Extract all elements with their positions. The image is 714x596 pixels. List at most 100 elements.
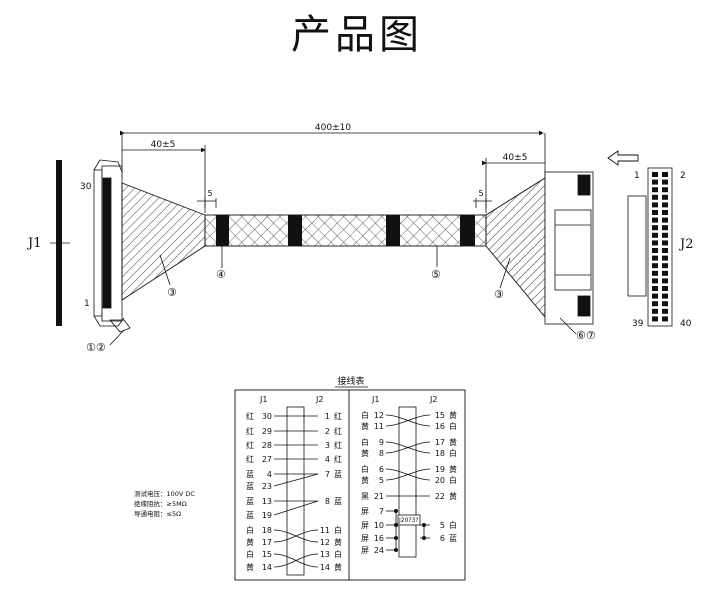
junction: [421, 523, 426, 528]
shield-box-label: J20?3?: [398, 517, 419, 524]
test-note: 绝缘阻抗：≥5MΩ: [134, 499, 187, 508]
twisted-pair: [273, 529, 319, 543]
wiring-table: [234, 389, 466, 581]
left-j2-pin: 1: [325, 412, 330, 421]
left-j1-pin: 17: [262, 538, 272, 547]
j2-pin: [652, 232, 658, 238]
right-j1-color: 白: [361, 464, 369, 474]
right-j1-pin: 6: [379, 465, 384, 474]
right-j2-pin: 18: [435, 449, 445, 458]
j2-pin: [662, 232, 668, 238]
left-j1-color: 红: [246, 440, 254, 450]
twisted-pair: [385, 441, 431, 454]
left-j2-color: 红: [334, 454, 342, 464]
right-j2-color: 白: [449, 475, 457, 485]
left-j1-pin: 14: [262, 563, 272, 572]
insert-arrow-icon: [607, 150, 639, 166]
test-note: 测试电压：100V DC: [134, 489, 195, 498]
right-j1-color: 黄: [361, 475, 369, 485]
callout-leaders: [109, 246, 577, 346]
wire: [273, 473, 319, 487]
left-j1-color: 黄: [246, 562, 254, 572]
left-j1-color: 黄: [246, 537, 254, 547]
right-j2-pin: 5: [440, 521, 445, 530]
j2-pin-1: 1: [634, 171, 640, 181]
j2-pin: [652, 217, 658, 223]
right-j1-color: 屏: [361, 507, 369, 516]
left-j2-color: 红: [334, 426, 342, 436]
j1-pin-1: 1: [84, 299, 90, 309]
right-j1-pin: 9: [379, 438, 384, 447]
j2-pin: [652, 263, 658, 269]
j2-pin: [662, 225, 668, 231]
right-j2-pin: 19: [435, 465, 445, 474]
right-j2-color: 黄: [449, 437, 457, 447]
j2-pin: [652, 194, 658, 200]
j2-pin: [662, 217, 668, 223]
j2-pin: [662, 278, 668, 284]
j2-pin: [652, 293, 658, 299]
left-j2-color: 黄: [334, 562, 342, 572]
j2-pin: [652, 187, 658, 193]
j2-pin: [662, 248, 668, 253]
j2-pin: [662, 187, 668, 193]
j2-pin-2: 2: [680, 171, 686, 181]
left-j1-pin: 30: [262, 412, 272, 421]
right-j2-color: 黄: [449, 491, 457, 501]
left-j2-color: 白: [334, 549, 342, 559]
left-j1-color: 蓝: [246, 510, 254, 520]
right-j2-pin: 6: [440, 534, 445, 543]
j2-pin: [662, 293, 668, 299]
dim-5-right: 5: [478, 189, 483, 198]
wiring-table-title: 接线表: [337, 375, 364, 387]
cable-body: [204, 214, 487, 247]
left-j2-header: J2: [315, 395, 323, 404]
j2-pin: [652, 308, 658, 314]
right-j2-color: 黄: [449, 410, 457, 420]
left-j1-color: 蓝: [246, 469, 254, 479]
j1-side-view: [50, 160, 70, 326]
right-j2-pin: 15: [435, 411, 445, 420]
right-j1-color: 黄: [361, 448, 369, 458]
left-wires: [273, 415, 319, 568]
j2-pin: [662, 255, 668, 261]
right-j2-color: 黄: [449, 464, 457, 474]
j2-pin: [662, 210, 668, 215]
right-j1-pin: 11: [374, 422, 384, 431]
cable-markers: [216, 215, 475, 246]
j2-pin: [652, 255, 658, 261]
callout-3-left: ③: [167, 286, 177, 299]
j2-pin: [662, 270, 668, 276]
j2-pin-grid: [652, 172, 668, 322]
dimension-lines: [120, 130, 546, 213]
right-j1-pin: 16: [374, 534, 384, 543]
right-j2-pin: 16: [435, 422, 445, 431]
left-j1-color: 红: [246, 411, 254, 421]
j2-pin: [652, 270, 658, 276]
j2-pin: [662, 194, 668, 200]
j2-pin: [652, 202, 658, 208]
j2-label: J2: [678, 237, 693, 252]
left-j2-pin: 12: [320, 538, 330, 547]
left-j2-pin: 7: [325, 470, 330, 479]
left-j2-pin: 4: [325, 455, 330, 464]
left-j1-color: 白: [246, 525, 254, 535]
right-bundle-bar: [398, 406, 417, 558]
j2-pin: [662, 240, 668, 246]
left-j2-pin: 8: [325, 497, 330, 506]
twisted-pair: [385, 414, 431, 427]
j2-pin: [662, 286, 668, 291]
callout-4: ④: [216, 268, 226, 281]
j2-pin-40: 40: [680, 319, 692, 329]
total-length-label: 400±10: [315, 123, 351, 133]
wire: [273, 500, 319, 516]
right-j1-pin: 10: [374, 521, 384, 530]
j2-end-view: [627, 167, 673, 327]
left-j2-color: 红: [334, 411, 342, 421]
right-j2-pin: 20: [435, 476, 445, 485]
right-j1-header: J1: [371, 395, 379, 404]
j2-pin: [662, 263, 668, 269]
left-j1-pin: 19: [262, 511, 272, 520]
j2-pin: [652, 248, 658, 253]
j2-pin: [652, 301, 658, 307]
